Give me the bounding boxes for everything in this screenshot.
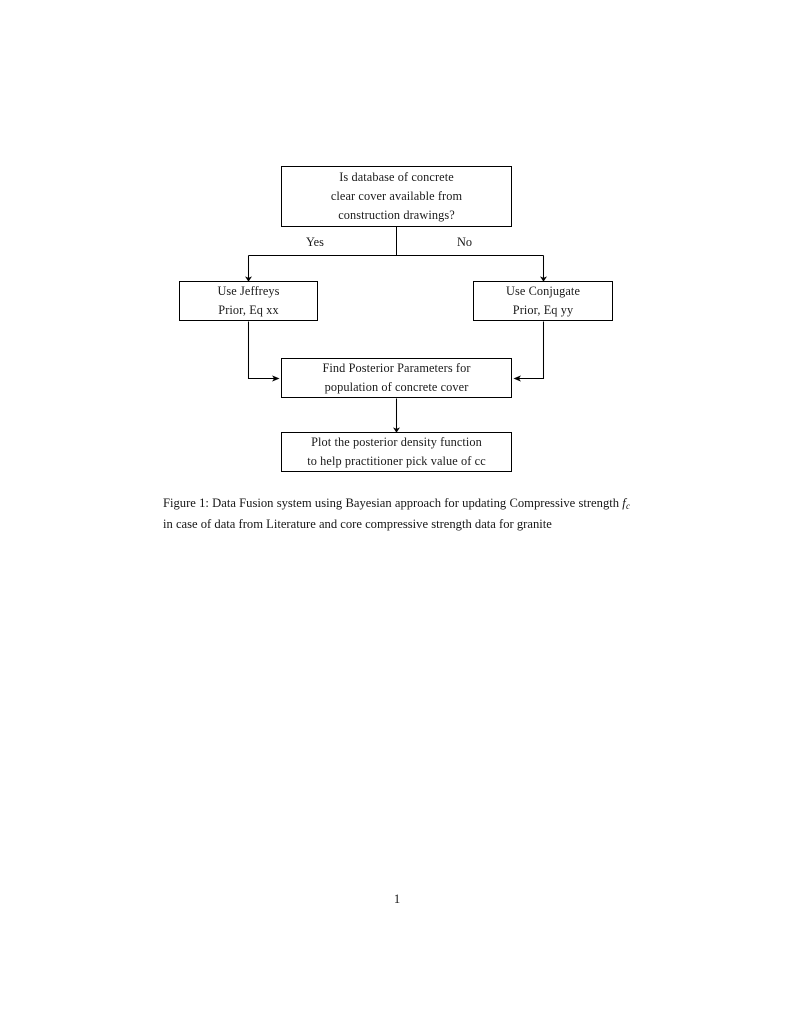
jeffreys-prior-box: Use Jeffreys Prior, Eq xx: [179, 281, 318, 321]
plot-posterior-box-line-1: Plot the posterior density function: [311, 434, 482, 449]
conjugate-prior-box: Use Conjugate Prior, Eq yy: [473, 281, 613, 321]
jeffreys-prior-box-line-1: Use Jeffreys: [217, 283, 280, 298]
conjugate-prior-box-line-1: Use Conjugate: [505, 283, 581, 298]
edge-jeffreys-to-posterior: [247, 321, 280, 382]
figure-caption-math-subscript: c: [625, 501, 631, 512]
figure-caption: Figure 1: Data Fusion system using Bayes…: [163, 493, 630, 534]
flowchart-connectors: [244, 227, 548, 433]
find-posterior-box-line-2: population of concrete cover: [324, 380, 469, 394]
decision-box: Is database of concrete clear cover avai…: [281, 166, 512, 227]
edge-label-no: No: [457, 235, 473, 249]
decision-box-line-1: Is database of concrete: [339, 169, 454, 184]
plot-posterior-box-line-2: to help practitioner pick value of cc: [307, 454, 486, 468]
figure-caption-math-symbol: f: [622, 496, 626, 510]
edge-conjugate-to-posterior: [513, 321, 545, 382]
figure-caption-text-part-2: in case of data from Literature and core…: [163, 517, 552, 532]
figure-1-flowchart: Is database of concrete clear cover avai…: [0, 0, 794, 490]
find-posterior-box: Find Posterior Parameters for population…: [281, 358, 512, 398]
plot-posterior-box: Plot the posterior density function to h…: [281, 432, 512, 472]
decision-box-line-2: clear cover available from: [330, 188, 463, 203]
edge-label-yes: Yes: [306, 235, 324, 249]
figure-caption-label: Figure 1:: [163, 496, 209, 510]
page-number: 1: [393, 892, 401, 906]
jeffreys-prior-box-line-2: Prior, Eq xx: [218, 303, 279, 317]
figure-caption-text-part-1: Data Fusion system using Bayesian approa…: [212, 496, 620, 510]
conjugate-prior-box-line-2: Prior, Eq yy: [512, 303, 574, 317]
decision-box-line-3: construction drawings?: [338, 208, 455, 223]
find-posterior-box-line-1: Find Posterior Parameters for: [322, 360, 471, 375]
